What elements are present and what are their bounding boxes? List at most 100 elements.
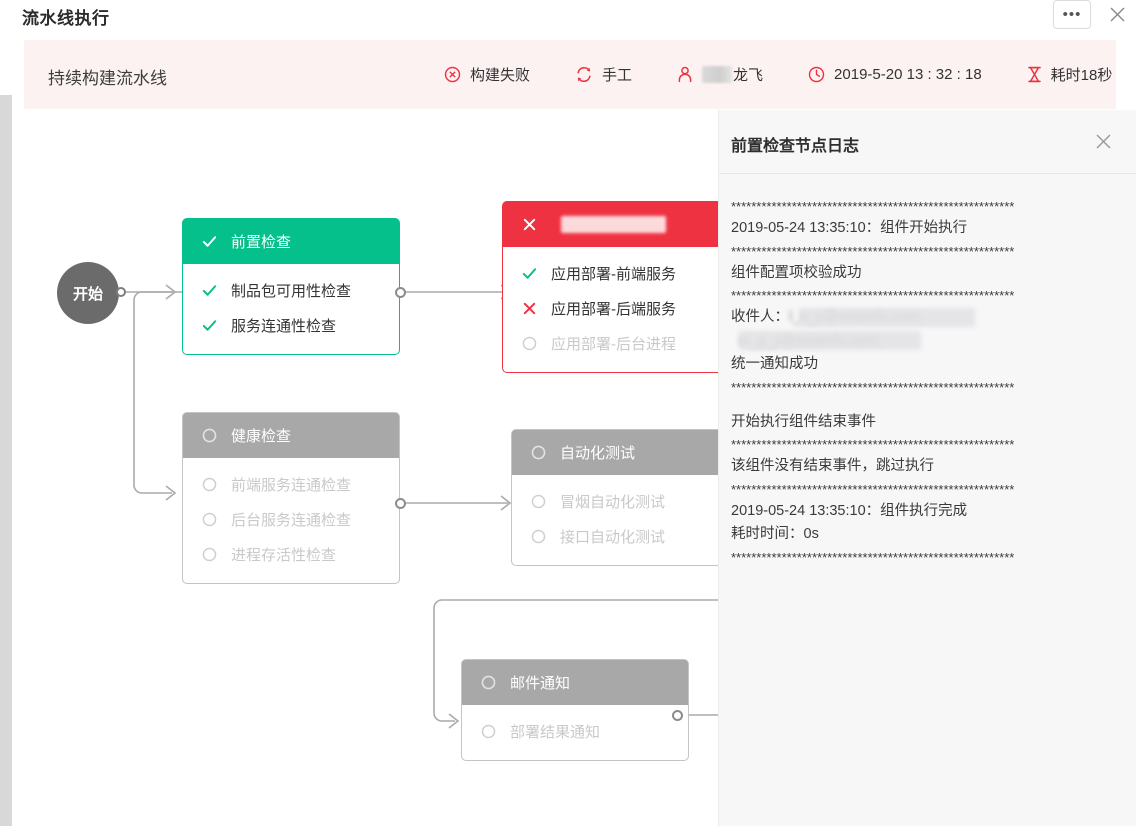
trigger-user-label: 龙飞: [733, 67, 764, 84]
node-deploy-body: 应用部署-前端服务 应用部署-后端服务: [503, 247, 718, 372]
log-panel-body[interactable]: ****************************************…: [719, 174, 1136, 578]
redaction-mask: [799, 308, 975, 328]
log-line: ****************************************…: [731, 549, 1015, 565]
log-line: ****************************************…: [731, 481, 1015, 497]
circle-icon: [201, 427, 218, 444]
close-icon: [1096, 134, 1110, 148]
circle-icon: [530, 444, 547, 461]
node-item-label: 后台服务连通检查: [231, 512, 352, 529]
close-window-button[interactable]: [1105, 2, 1129, 26]
node-mail-notify-body: 部署结果通知: [462, 705, 688, 760]
node-log-panel: 前置检查节点日志 *******************************…: [718, 110, 1136, 826]
node-item-label: 冒烟自动化测试: [560, 494, 666, 511]
circle-icon: [480, 723, 497, 740]
redaction-mask: [739, 331, 921, 351]
node-item[interactable]: 冒烟自动化测试: [512, 484, 718, 519]
node-item[interactable]: 制品包可用性检查: [183, 273, 399, 308]
node-item[interactable]: 应用部署-后端服务: [503, 291, 718, 326]
error-circle-icon: [444, 66, 461, 83]
trigger-user: 龙飞: [677, 64, 763, 85]
banner-meta-group: 构建失败 手工: [444, 40, 1112, 109]
hourglass-icon: [1027, 66, 1042, 83]
page-title: 流水线执行: [22, 9, 110, 28]
node-precheck-body: 制品包可用性检查 服务连通性检查: [183, 264, 399, 354]
circle-icon: [201, 511, 218, 528]
log-line: ****************************************…: [731, 379, 1015, 395]
node-item[interactable]: 部署结果通知: [462, 714, 688, 749]
clock-icon: [808, 66, 825, 83]
duration: 耗时18秒: [1027, 64, 1113, 85]
start-node-port[interactable]: [116, 287, 126, 297]
pipeline-summary-banner: 持续构建流水线 构建失败: [24, 40, 1116, 109]
build-status-label: 构建失败: [470, 67, 531, 84]
node-mail-notify[interactable]: 邮件通知 部署结果通知: [461, 659, 689, 761]
node-precheck-header[interactable]: 前置检查: [183, 219, 399, 264]
node-deploy[interactable]: 应用部署-前端服务 应用部署-后端服务: [502, 201, 718, 373]
log-line: 耗时时间：0s: [731, 526, 819, 543]
user-name-redaction: [702, 66, 733, 83]
circle-icon: [480, 674, 497, 691]
node-mail-notify-title: 邮件通知: [510, 675, 571, 692]
trigger-type-label: 手工: [602, 67, 633, 84]
node-item[interactable]: 后台服务连通检查: [183, 502, 399, 537]
node-item-label: 制品包可用性检查: [231, 283, 352, 300]
log-line-recipients: 收件人： l_x_y@asiainfo.com, w_g_y@asiainfo.…: [731, 306, 1126, 353]
node-mail-notify-header[interactable]: 邮件通知: [462, 660, 688, 705]
node-deploy-title-redaction: [561, 216, 666, 233]
log-line: 该组件没有结束事件，跳过执行: [731, 458, 934, 475]
node-item-label: 进程存活性检查: [231, 547, 337, 564]
node-deploy-header[interactable]: [503, 202, 718, 247]
circle-icon: [530, 528, 547, 545]
node-mail-notify-output-port[interactable]: [672, 710, 683, 721]
node-precheck[interactable]: 前置检查 制品包可用性检查: [182, 218, 400, 355]
circle-icon: [201, 546, 218, 563]
duration-label: 耗时18秒: [1050, 67, 1113, 84]
node-item[interactable]: 进程存活性检查: [183, 537, 399, 572]
node-item-label: 应用部署-后端服务: [551, 301, 676, 318]
cross-icon: [521, 216, 538, 233]
start-time-label: 2019-5-20 13 : 32 : 18: [834, 66, 982, 83]
node-health-check-body: 前端服务连通检查 后台服务连通检查 进程存活性检查: [183, 458, 399, 583]
node-precheck-output-port[interactable]: [395, 287, 406, 298]
user-icon: [677, 66, 693, 83]
node-automation-test[interactable]: 自动化测试 冒烟自动化测试 接口自动化测试: [511, 429, 718, 566]
node-item[interactable]: 接口自动化测试: [512, 519, 718, 554]
node-item[interactable]: 前端服务连通检查: [183, 467, 399, 502]
log-panel-header: 前置检查节点日志: [719, 110, 1136, 174]
node-item-label: 应用部署-前端服务: [551, 266, 676, 283]
circle-icon: [521, 335, 538, 352]
node-health-check-header[interactable]: 健康检查: [183, 413, 399, 458]
circle-icon: [530, 493, 547, 510]
more-options-button[interactable]: •••: [1053, 0, 1091, 29]
node-item-label: 应用部署-后台进程: [551, 336, 676, 353]
node-health-check[interactable]: 健康检查 前端服务连通检查 后台服务连通检查: [182, 412, 400, 584]
log-panel-close-button[interactable]: [1092, 130, 1114, 152]
node-automation-test-header[interactable]: 自动化测试: [512, 430, 718, 475]
log-line: 2019-05-24 13:35:10：组件执行完成: [731, 502, 968, 519]
check-icon: [201, 282, 218, 299]
node-automation-test-body: 冒烟自动化测试 接口自动化测试: [512, 475, 718, 565]
log-line: ****************************************…: [731, 437, 1015, 453]
node-item-label: 部署结果通知: [510, 724, 601, 741]
node-item[interactable]: 应用部署-后台进程: [503, 326, 718, 361]
node-health-check-output-port[interactable]: [395, 498, 406, 509]
log-line: 统一通知成功: [731, 356, 818, 373]
log-line: 组件配置项校验成功: [731, 264, 862, 281]
pipeline-canvas[interactable]: 开始 前置检查 制品包可用性检: [12, 110, 718, 826]
graph-start-node[interactable]: 开始: [57, 262, 119, 324]
log-panel-title: 前置检查节点日志: [731, 138, 860, 155]
left-gutter: [0, 0, 12, 826]
node-item-label: 服务连通性检查: [231, 318, 337, 335]
log-line: 开始执行组件结束事件: [731, 413, 876, 430]
start-time: 2019-5-20 13 : 32 : 18: [808, 66, 982, 83]
node-precheck-title: 前置检查: [231, 234, 292, 251]
check-icon: [521, 265, 538, 282]
node-item[interactable]: 服务连通性检查: [183, 308, 399, 343]
window-titlebar: 流水线执行 •••: [0, 0, 1136, 36]
log-line-blank: [731, 398, 1126, 411]
log-recipients-label: 收件人：: [731, 309, 789, 326]
log-line: ****************************************…: [731, 243, 1015, 259]
log-line: ****************************************…: [731, 199, 1015, 214]
refresh-icon: [575, 66, 593, 83]
node-item[interactable]: 应用部署-前端服务: [503, 256, 718, 291]
